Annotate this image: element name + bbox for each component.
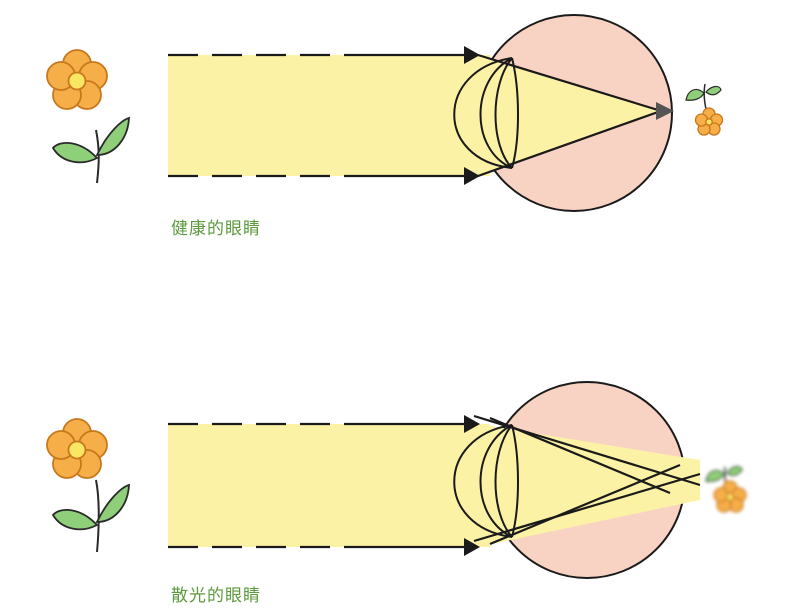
arrowhead-icon bbox=[464, 167, 480, 185]
object-flower-icon bbox=[46, 49, 130, 184]
light-beam bbox=[168, 55, 490, 176]
blurry-image-flower-icon bbox=[705, 466, 747, 513]
focused-light-cone bbox=[478, 55, 664, 176]
astigmatic-eye-panel bbox=[46, 381, 747, 579]
eye-lens bbox=[453, 424, 519, 538]
healthy-eye-caption: 健康的眼睛 bbox=[171, 219, 261, 239]
focal-point-arrow-icon bbox=[656, 102, 674, 120]
scattered-light-region bbox=[478, 424, 700, 547]
light-beam bbox=[168, 424, 490, 547]
converging-ray-bottom bbox=[477, 110, 659, 178]
healthy-eye-panel bbox=[46, 14, 724, 212]
converging-ray-top bbox=[477, 53, 659, 112]
object-flower-icon bbox=[46, 418, 130, 553]
scattered-rays bbox=[473, 414, 701, 546]
astigmatic-eye-caption: 散光的眼睛 bbox=[171, 586, 261, 606]
eye-lens bbox=[453, 57, 519, 169]
arrowhead-icon bbox=[464, 46, 480, 64]
arrowhead-icon bbox=[464, 415, 480, 433]
sharp-image-flower-icon bbox=[685, 83, 724, 136]
arrowhead-icon bbox=[464, 538, 480, 556]
